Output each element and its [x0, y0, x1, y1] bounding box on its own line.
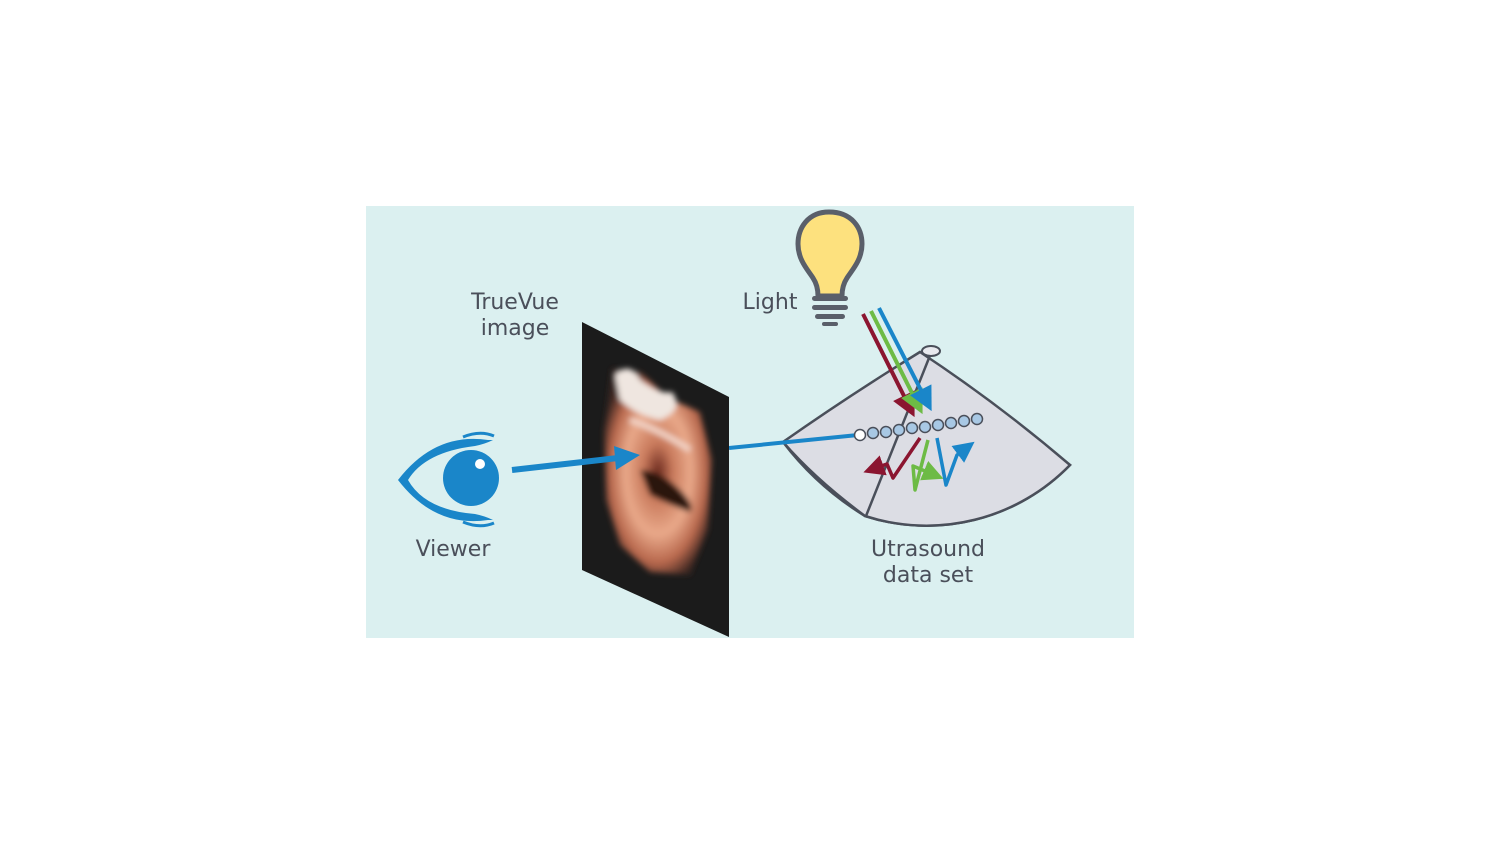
light-rays-scattered [863, 437, 975, 492]
ultrasound-data-set-label: Utrasound data set [838, 537, 1018, 589]
sample-points [853, 412, 984, 442]
sample-point [970, 412, 984, 426]
viewing-ray-line [728, 433, 859, 450]
viewing-ray-arrowhead [614, 446, 640, 470]
sample-point [892, 423, 906, 437]
ultrasound-label-line1: Utrasound [870, 537, 986, 562]
sample-point [918, 420, 932, 434]
viewer-label: Viewer [415, 537, 491, 562]
light-bulb-icon [795, 209, 865, 326]
viewing-ray-arrow [511, 455, 619, 473]
sample-point [957, 414, 971, 428]
truevue-label-line2: image [480, 316, 550, 341]
truevue-image-plane [582, 322, 729, 637]
sample-point [931, 418, 945, 432]
eye-icon [398, 431, 499, 528]
ultrasound-sector [781, 345, 1072, 527]
sample-point [905, 421, 919, 435]
light-label: Light [742, 290, 798, 315]
sample-point [879, 425, 893, 439]
sample-point-entry [853, 428, 867, 442]
sample-point [944, 416, 958, 430]
truevue-image-label: TrueVue image [455, 290, 575, 342]
truevue-label-line1: TrueVue [471, 290, 559, 315]
light-rays-incident [861, 307, 932, 418]
sample-point [866, 426, 880, 440]
ultrasound-label-line2: data set [882, 563, 974, 588]
